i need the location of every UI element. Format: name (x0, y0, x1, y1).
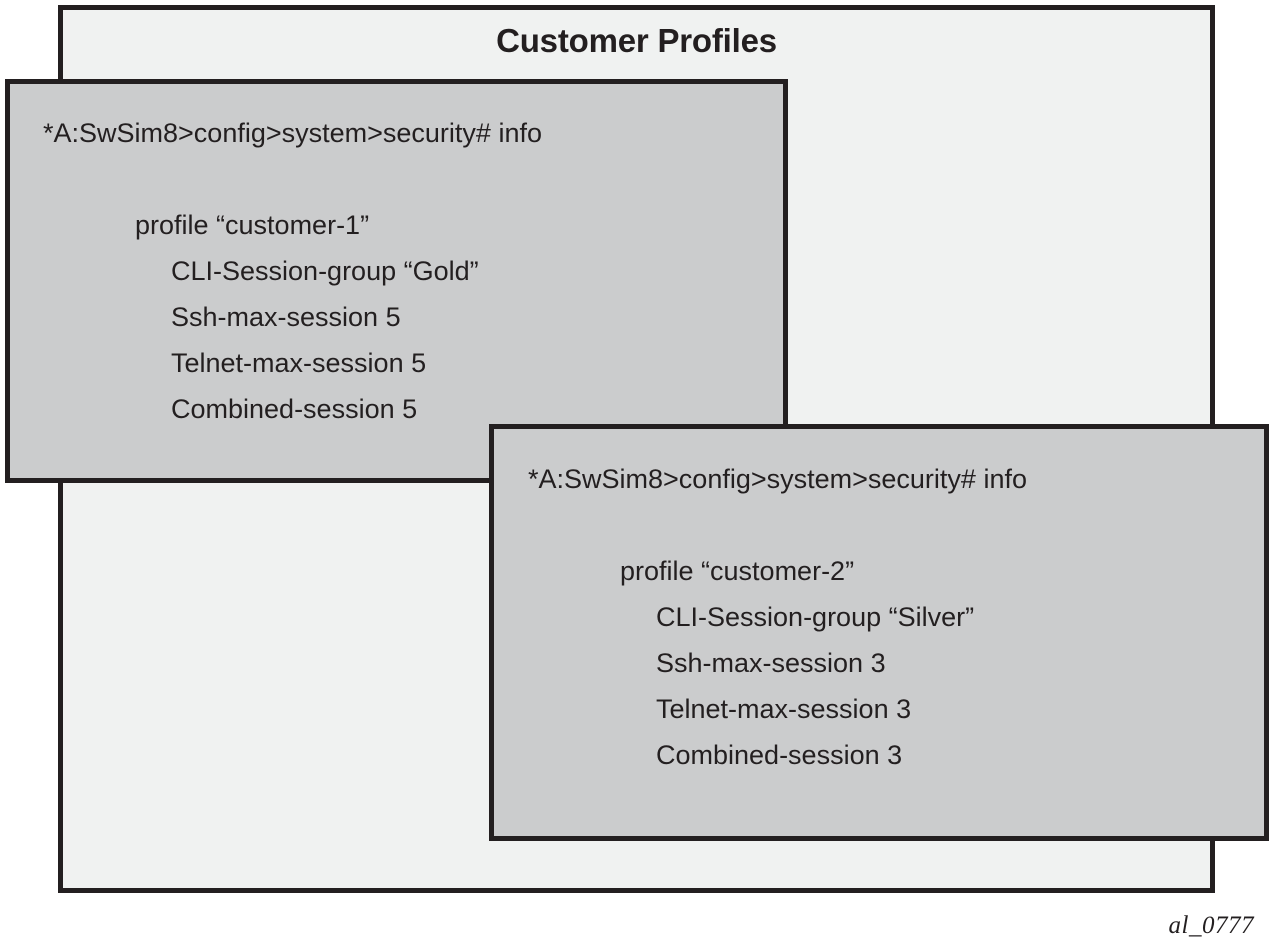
cli-line: Combined-session 5 (171, 394, 418, 424)
cli-output-text-customer-2: *A:SwSim8>config>system>security# info p… (528, 456, 1027, 778)
cli-line: Ssh-max-session 5 (171, 302, 401, 332)
cli-line: Telnet-max-session 5 (171, 348, 427, 378)
cli-line: Telnet-max-session 3 (656, 694, 912, 724)
page-title: Customer Profiles (496, 22, 777, 59)
cli-output-box-customer-2: *A:SwSim8>config>system>security# info p… (489, 424, 1269, 841)
cli-line: profile “customer-1” (135, 210, 370, 240)
cli-line: Combined-session 3 (656, 740, 903, 770)
cli-line: CLI-Session-group “Gold” (171, 256, 479, 286)
cli-line: *A:SwSim8>config>system>security# info (43, 118, 542, 148)
cli-line: Ssh-max-session 3 (656, 648, 886, 678)
cli-line: *A:SwSim8>config>system>security# info (528, 464, 1027, 494)
cli-blank-line (528, 502, 1027, 548)
cli-blank-line (43, 156, 542, 202)
cli-output-text-customer-1: *A:SwSim8>config>system>security# info p… (43, 110, 542, 432)
cli-output-box-customer-1: *A:SwSim8>config>system>security# info p… (5, 79, 788, 483)
cli-line: CLI-Session-group “Silver” (656, 602, 975, 632)
cli-line: profile “customer-2” (620, 556, 855, 586)
figure-id-caption: al_0777 (1168, 912, 1254, 939)
